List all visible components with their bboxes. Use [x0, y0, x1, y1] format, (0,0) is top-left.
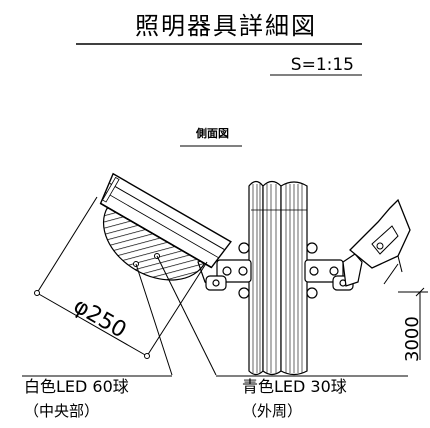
diameter-dimension — [34, 196, 208, 359]
white-led-sublabel: （中央部） — [24, 402, 99, 420]
left-luminaire — [99, 172, 232, 281]
leader-lines — [22, 255, 408, 377]
right-luminaire — [349, 198, 411, 285]
right-bracket — [304, 253, 363, 291]
white-led-label: 白色LED 60球 — [24, 377, 129, 396]
left-bracket — [197, 255, 252, 291]
view-label: 側面図 — [195, 126, 229, 140]
blue-led-label: 青色LED 30球 — [242, 377, 347, 396]
drawing-title: 照明器具詳細図 — [135, 12, 317, 40]
scale-label: S=1:15 — [291, 55, 354, 75]
pole — [238, 180, 318, 376]
height-dimension — [398, 287, 428, 360]
blue-led-sublabel: （外周） — [242, 402, 302, 420]
height-label: 3000 — [402, 316, 423, 362]
diameter-label: φ250 — [69, 294, 130, 344]
